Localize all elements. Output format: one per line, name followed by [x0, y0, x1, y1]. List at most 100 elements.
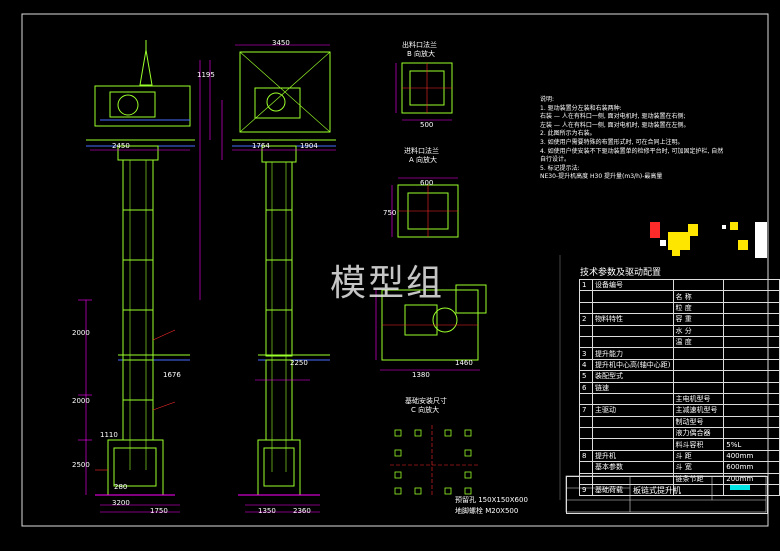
- dim-1764: 1764: [252, 142, 270, 150]
- params-cell-no: [578, 415, 594, 429]
- drawing-frame: [21, 13, 769, 527]
- dim-1110: 1110: [100, 431, 118, 439]
- dim-1750: 1750: [150, 507, 168, 515]
- params-title: 技术参数及驱动配置: [580, 268, 662, 278]
- params-cell-val: [723, 370, 780, 383]
- params-cell-sub: 斗 宽: [672, 461, 725, 474]
- params-cell-val: [723, 392, 780, 406]
- notes-line: 左装 — 人在有料口一侧, 面对电机时, 驱动装置在左侧。: [540, 121, 690, 129]
- params-cell-val: 600mm: [723, 461, 780, 474]
- params-row: 名 称: [578, 290, 780, 303]
- params-cell-no: 6: [578, 381, 594, 394]
- dim-2450: 2450: [112, 142, 130, 150]
- params-cell-val: [723, 347, 780, 360]
- params-cell-label: 提升机中心高(轴中心距): [592, 358, 674, 372]
- params-cell-no: [578, 290, 594, 303]
- params-cell-val: [723, 290, 780, 303]
- notes-block: 说明: 1. 驱动装置分左装和右装两种: 右装 — 人在有料口一侧, 面对电机时…: [540, 96, 750, 182]
- params-cell-sub: [672, 381, 725, 394]
- params-row: 温 度: [578, 335, 780, 349]
- dim-750: 750: [383, 209, 397, 217]
- notes-line: 2. 此图所示为右装。: [540, 130, 596, 138]
- params-cell-no: 1: [578, 278, 594, 292]
- params-cell-label: 设备编号: [592, 278, 674, 292]
- dim-1676: 1676: [163, 371, 181, 379]
- params-cell-no: 3: [578, 347, 594, 360]
- notes-line: NE30-提升机高度 H30 提升量(m3/h)-最高量: [540, 173, 663, 181]
- dim-2500: 2500: [72, 461, 90, 469]
- params-cell-sub: 制动型号: [672, 415, 725, 429]
- dim-2360: 2360: [293, 507, 311, 515]
- notes-line: 1. 驱动装置分左装和右装两种:: [540, 104, 622, 112]
- params-cell-val: [723, 404, 780, 417]
- drive-plan-view: [375, 284, 487, 371]
- params-cell-no: 2: [578, 313, 594, 326]
- dim-1195: 1195: [197, 71, 215, 79]
- view-label-b: 出料口法兰: [402, 41, 437, 49]
- side-elevation: [221, 44, 336, 513]
- params-cell-val: 400mm: [723, 449, 780, 463]
- dim-600: 600: [420, 179, 434, 187]
- params-cell-label: [592, 290, 674, 303]
- params-cell-label: [592, 301, 674, 315]
- view-label-a: 进料口法兰: [404, 147, 439, 155]
- params-cell-label: [592, 324, 674, 337]
- params-cell-sub: [672, 358, 725, 372]
- params-cell-no: 8: [578, 449, 594, 463]
- flange-detail-b: [395, 62, 453, 121]
- title-block: 板链式提升机: [566, 476, 768, 514]
- stamp-blocks: [650, 222, 767, 258]
- front-elevation: [78, 40, 211, 513]
- view-label-b-sub: B 向放大: [407, 50, 436, 58]
- view-label-a-sub: A 向放大: [409, 156, 438, 164]
- params-cell-label: [592, 415, 674, 429]
- view-label-foundation-sub: C 向放大: [411, 406, 440, 414]
- params-cell-sub: 水 分: [672, 324, 725, 337]
- params-cell-val: [723, 324, 780, 337]
- foundation-bolt-note: 地脚螺栓 M20X500: [455, 507, 519, 515]
- flange-detail-a: [391, 177, 459, 238]
- params-cell-val: [723, 335, 780, 349]
- foundation-plan: [390, 425, 480, 495]
- params-cell-no: [578, 461, 594, 474]
- params-cell-label: 主驱动: [592, 404, 674, 417]
- params-cell-label: 基础荷载: [592, 484, 674, 497]
- params-cell-sub: [672, 278, 725, 292]
- params-cell-sub: 容 重: [672, 313, 725, 326]
- params-cell-label: 链速: [592, 381, 674, 394]
- params-cell-sub: [672, 370, 725, 383]
- params-cell-no: [578, 324, 594, 337]
- notes-line: 右装 — 人在有料口一侧, 面对电机时, 驱动装置在右侧;: [540, 113, 686, 121]
- notes-line: 5. 标记提示法:: [540, 164, 580, 172]
- params-cell-sub: 主电机型号: [672, 392, 725, 406]
- dim-2000b: 2000: [72, 397, 90, 405]
- dim-2250: 2250: [290, 359, 308, 367]
- params-cell-sub: 斗 距: [672, 449, 725, 463]
- params-cell-label: 装配型式: [592, 370, 674, 383]
- foundation-hole-note: 预留孔 150X150X600: [455, 496, 528, 504]
- watermark: 模型组: [330, 263, 445, 304]
- dim-2000a: 2000: [72, 329, 90, 337]
- params-cell-label: [592, 438, 674, 451]
- params-cell-label: [592, 427, 674, 440]
- params-cell-label: 基本参数: [592, 461, 674, 474]
- params-cell-sub: 液力偶合器: [672, 427, 725, 440]
- dim-1460: 1460: [455, 359, 473, 367]
- dim-1380: 1380: [412, 371, 430, 379]
- params-cell-val: [723, 301, 780, 315]
- params-cell-sub: 主减速机型号: [672, 404, 725, 417]
- dim-1904: 1904: [300, 142, 318, 150]
- notes-line: 自行设计。: [540, 156, 571, 164]
- params-row: 粒 度: [578, 301, 780, 315]
- params-cell-no: [578, 392, 594, 406]
- params-cell-label: [592, 392, 674, 406]
- params-row: 制动型号: [578, 415, 780, 429]
- dim-1350: 1350: [258, 507, 276, 515]
